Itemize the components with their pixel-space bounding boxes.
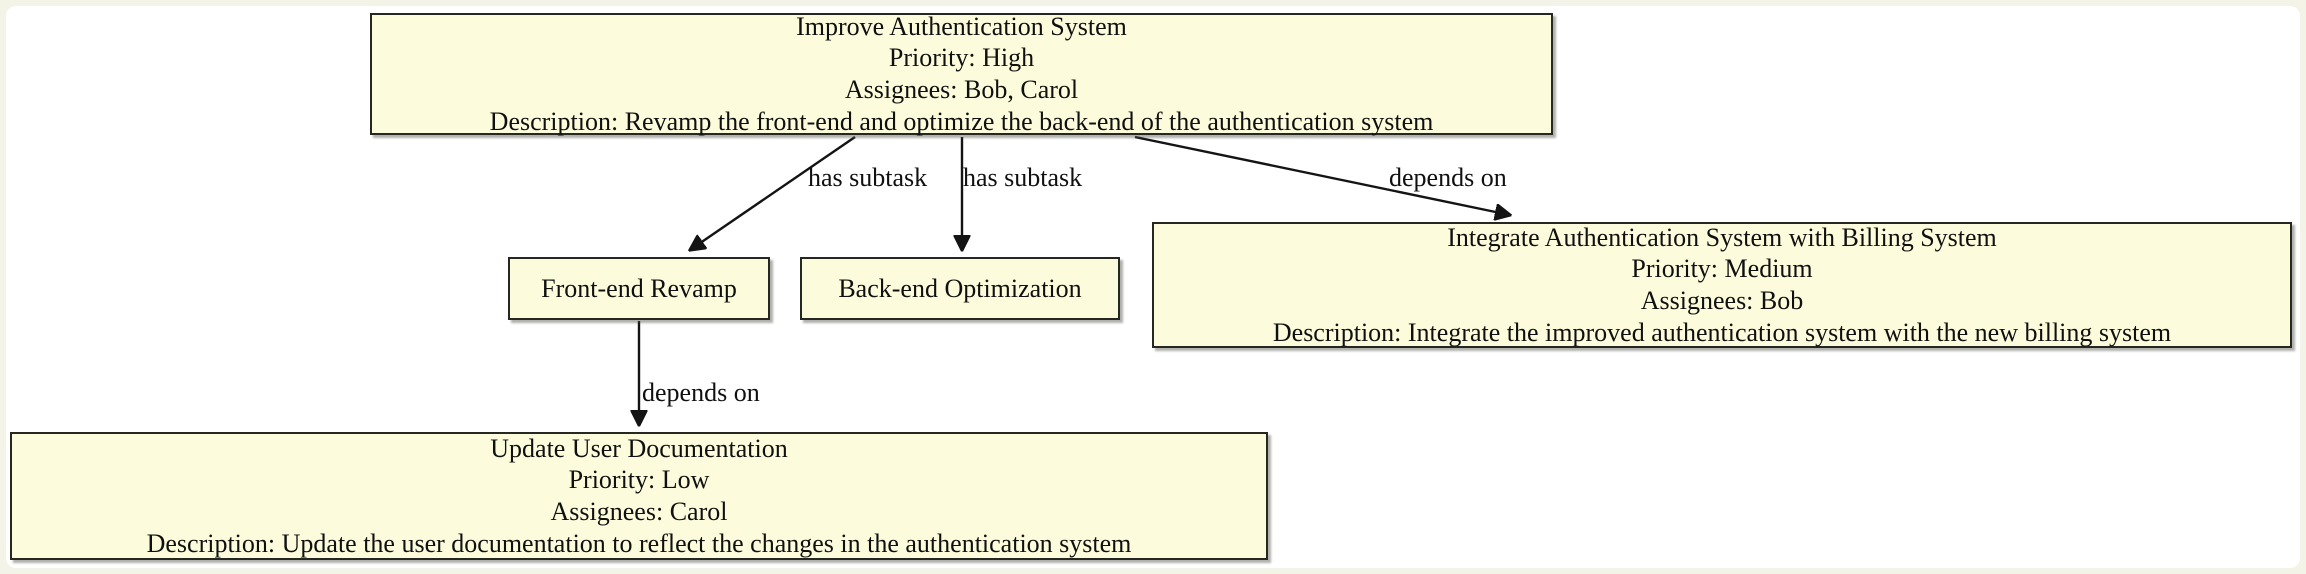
node-title: Update User Documentation: [490, 433, 788, 463]
node-priority: Priority: Low: [568, 465, 710, 495]
node-priority: Priority: High: [888, 43, 1035, 73]
node-integrate-authentication-with-billing[interactable]: Integrate Authentication System with Bil…: [1152, 222, 2292, 348]
node-priority: Priority: Medium: [1631, 254, 1813, 284]
node-back-end-optimization[interactable]: Back-end Optimization: [800, 257, 1120, 320]
edge-depends-on-integrate: [1134, 135, 1510, 215]
node-description: Description: Integrate the improved auth…: [1272, 317, 2172, 347]
node-front-end-revamp[interactable]: Front-end Revamp: [508, 257, 770, 320]
edge-label-depends-on-integrate: depends on: [1389, 163, 1507, 192]
edge-label-depends-on-update-docs: depends on: [642, 378, 760, 407]
edge-label-has-subtask-frontend: has subtask: [808, 163, 928, 192]
node-title: Integrate Authentication System with Bil…: [1447, 222, 1997, 252]
node-title: Front-end Revamp: [541, 273, 737, 303]
node-description: Description: Revamp the front-end and op…: [489, 106, 1434, 136]
node-description: Description: Update the user documentati…: [146, 528, 1132, 558]
node-assignees: Assignees: Carol: [550, 497, 728, 526]
edge-label-has-subtask-backend: has subtask: [963, 163, 1083, 192]
node-title: Back-end Optimization: [838, 273, 1082, 303]
node-assignees: Assignees: Bob, Carol: [844, 75, 1079, 104]
edge-has-subtask-frontend: [690, 136, 856, 250]
node-title: Improve Authentication System: [796, 11, 1127, 41]
node-assignees: Assignees: Bob: [1640, 286, 1804, 315]
node-update-user-documentation[interactable]: Update User Documentation Priority: Low …: [10, 432, 1268, 560]
node-improve-authentication-system[interactable]: Improve Authentication System Priority: …: [370, 11, 1553, 136]
